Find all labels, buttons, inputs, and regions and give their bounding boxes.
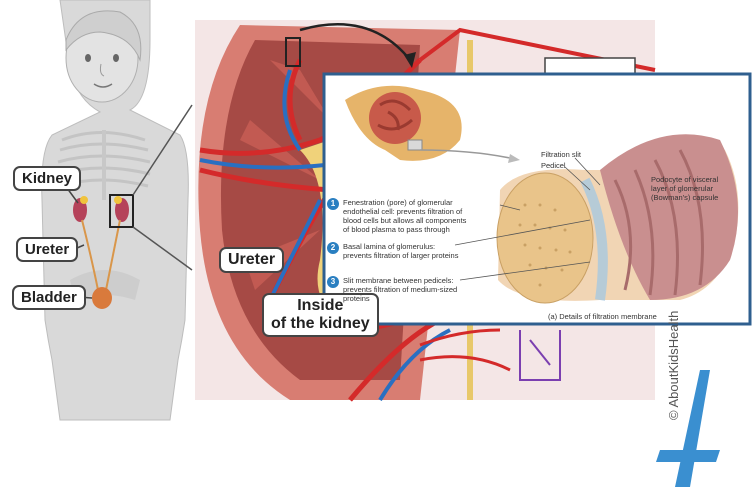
podocyte-label: Podocyte of visceral layer of glomerular… [651, 175, 718, 202]
kidney-ureter-label: Ureter [219, 247, 284, 273]
pedicel-label: Pedicel [541, 161, 566, 170]
item-line: Basal lamina of glomerulus: [343, 242, 458, 251]
item-number-badge: 1 [327, 198, 339, 210]
bladder-label: Bladder [12, 285, 86, 310]
podocyte-line: layer of glomerular [651, 184, 718, 193]
item-description: Slit membrane between pedicels: prevents… [343, 276, 457, 303]
item-line: endothelial cell: prevents filtration of [343, 207, 466, 216]
child-figure [42, 0, 189, 420]
inside-kidney-line2: of the kidney [271, 315, 370, 333]
item-line: Slit membrane between pedicels: [343, 276, 457, 285]
podocyte-line: (Bowman's) capsule [651, 193, 718, 202]
item-line: blood cells but allows all components [343, 216, 466, 225]
item-line: Fenestration (pore) of glomerular [343, 198, 466, 207]
item-line: proteins [343, 294, 457, 303]
copyright-watermark: © AboutKidsHealth [666, 311, 681, 420]
ureter-label: Ureter [16, 237, 78, 262]
filtration-slit-label: Filtration slit [541, 150, 581, 159]
item-number-badge: 3 [327, 276, 339, 288]
item-description: Basal lamina of glomerulus: prevents fil… [343, 242, 458, 260]
item-line: of blood plasma to pass through [343, 225, 466, 234]
item-description: Fenestration (pore) of glomerular endoth… [343, 198, 466, 234]
item-number-badge: 2 [327, 242, 339, 254]
item-line: prevents filtration of medium-sized [343, 285, 457, 294]
podocyte-line: Podocyte of visceral [651, 175, 718, 184]
figure-caption: (a) Details of filtration membrane [548, 312, 657, 321]
kidney-label: Kidney [13, 166, 81, 191]
item-line: prevents filtration of larger proteins [343, 251, 458, 260]
